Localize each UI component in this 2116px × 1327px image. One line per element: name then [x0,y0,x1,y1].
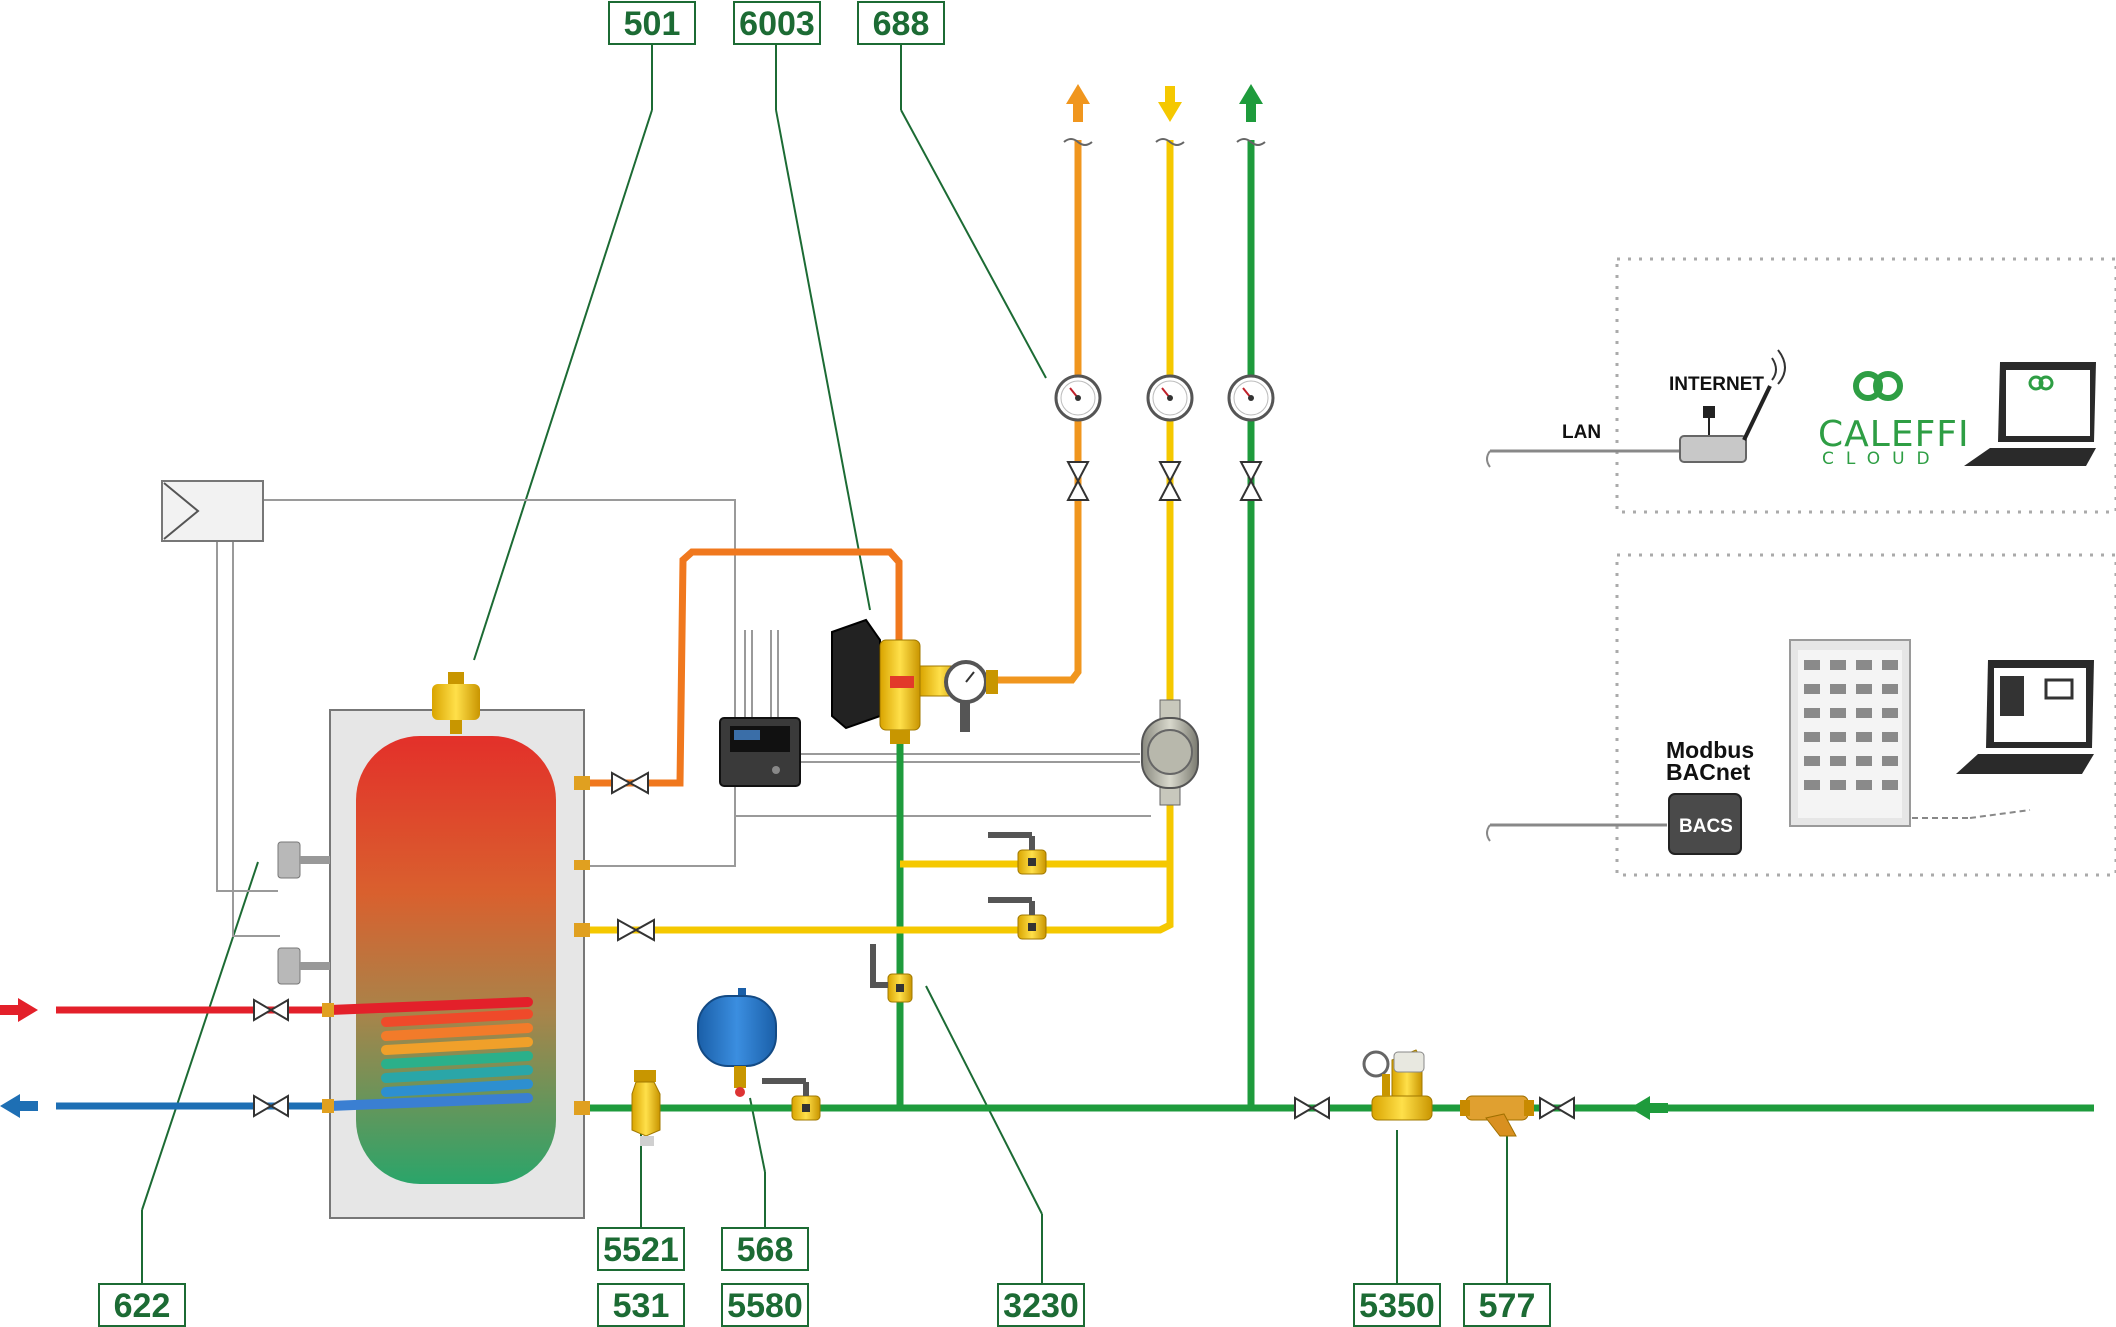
code-label-5350: 5350 [1353,1283,1441,1327]
air-vent [432,672,480,734]
temperature-sensor [277,841,330,879]
control-wiring [216,499,1151,937]
code-label-568: 568 [721,1227,809,1271]
code-text: 577 [1479,1287,1536,1325]
code-label-6003: 6003 [733,1,821,45]
arrow-up-icon [1239,84,1263,122]
shutoff-valves [253,461,1575,1120]
code-text: 5521 [603,1231,679,1269]
code-text: 531 [613,1287,670,1325]
shutoff-valve [1539,1096,1575,1120]
code-text: 622 [114,1287,171,1325]
bacs-label: BACS [1679,816,1733,837]
thermometers [1054,374,1275,422]
code-text: 568 [737,1231,794,1269]
pressure-reducing-valve [1362,1049,1433,1121]
code-text: 5350 [1359,1287,1435,1325]
safety-relief-valve [631,1070,661,1146]
arrow-right-icon [0,998,38,1022]
thermometer-hot [1054,374,1102,422]
bms-panel: Modbus BACnet BACS [1486,553,2116,877]
component-code-labels: 501 6003 688 622 5521 531 568 5580 [98,1,1551,1327]
leader-lines [141,44,1508,1286]
code-label-5521: 5521 [597,1227,685,1271]
shutoff-valve [253,1094,289,1118]
pipework [56,140,2094,1112]
ball-valve [988,832,1047,875]
code-label-577: 577 [1463,1283,1551,1327]
shutoff-valve [1158,461,1182,501]
bacnet-label: BACnet [1666,759,1751,785]
shutoff-valve [611,771,649,795]
shutoff-valve [1239,461,1263,501]
digital-regulator-display [719,717,801,787]
arrow-left-icon [1630,1096,1668,1120]
y-strainer [1460,1095,1534,1137]
code-label-622: 622 [98,1283,186,1327]
code-label-5580: 5580 [721,1283,809,1327]
code-label-531: 531 [597,1283,685,1327]
thermometer-recirculation [1146,374,1194,422]
recirculation-return [580,140,1174,934]
shutoff-valve [253,998,289,1022]
thermometer-cold [1227,374,1275,422]
pipe-break-marks [1063,138,1266,146]
tank-hot-outlet-pipe [582,548,903,787]
cloud-brand-text: CALEFFI [1818,414,1970,455]
router-icon [1679,349,1786,463]
ball-valve [762,1078,821,1121]
heat-exchanger-coil [325,997,533,1111]
code-text: 688 [873,5,930,43]
arrow-left-icon [0,1094,38,1118]
cloud-panel: LAN INTERNET CALEFFI CLOUD [1486,257,2116,514]
bacs-module: BACS [1668,793,1742,855]
cloud-sub-text: CLOUD [1822,449,1942,469]
ball-valve [988,897,1047,940]
building-icon [1789,639,1911,827]
shutoff-valve [1294,1096,1330,1120]
controller-box [161,480,264,542]
arrow-up-icon [1066,84,1090,122]
code-text: 6003 [739,5,815,43]
recirculation-pump [1141,699,1199,806]
dhw-storage-tank [277,672,590,1219]
modbus-label: Modbus [1666,737,1754,763]
arrow-down-icon [1158,86,1182,122]
code-text: 5580 [727,1287,803,1325]
shutoff-valve [1066,461,1090,501]
shutoff-valve [617,918,655,942]
temperature-sensor [277,947,330,985]
ball-valves [762,832,1047,1121]
electronic-mixing-valve [831,618,998,744]
caleffi-cloud-icon [1853,371,1903,401]
code-text: 501 [624,5,681,43]
laptop-icon [1956,660,2094,774]
laptop-icon [1964,362,2096,466]
ball-valve [870,944,913,1003]
code-label-501: 501 [608,1,696,45]
code-label-688: 688 [857,1,945,45]
lan-label: LAN [1562,422,1601,443]
expansion-vessel [697,988,777,1097]
code-label-3230: 3230 [997,1283,1085,1327]
internet-label: INTERNET [1669,374,1764,395]
code-text: 3230 [1003,1287,1079,1325]
